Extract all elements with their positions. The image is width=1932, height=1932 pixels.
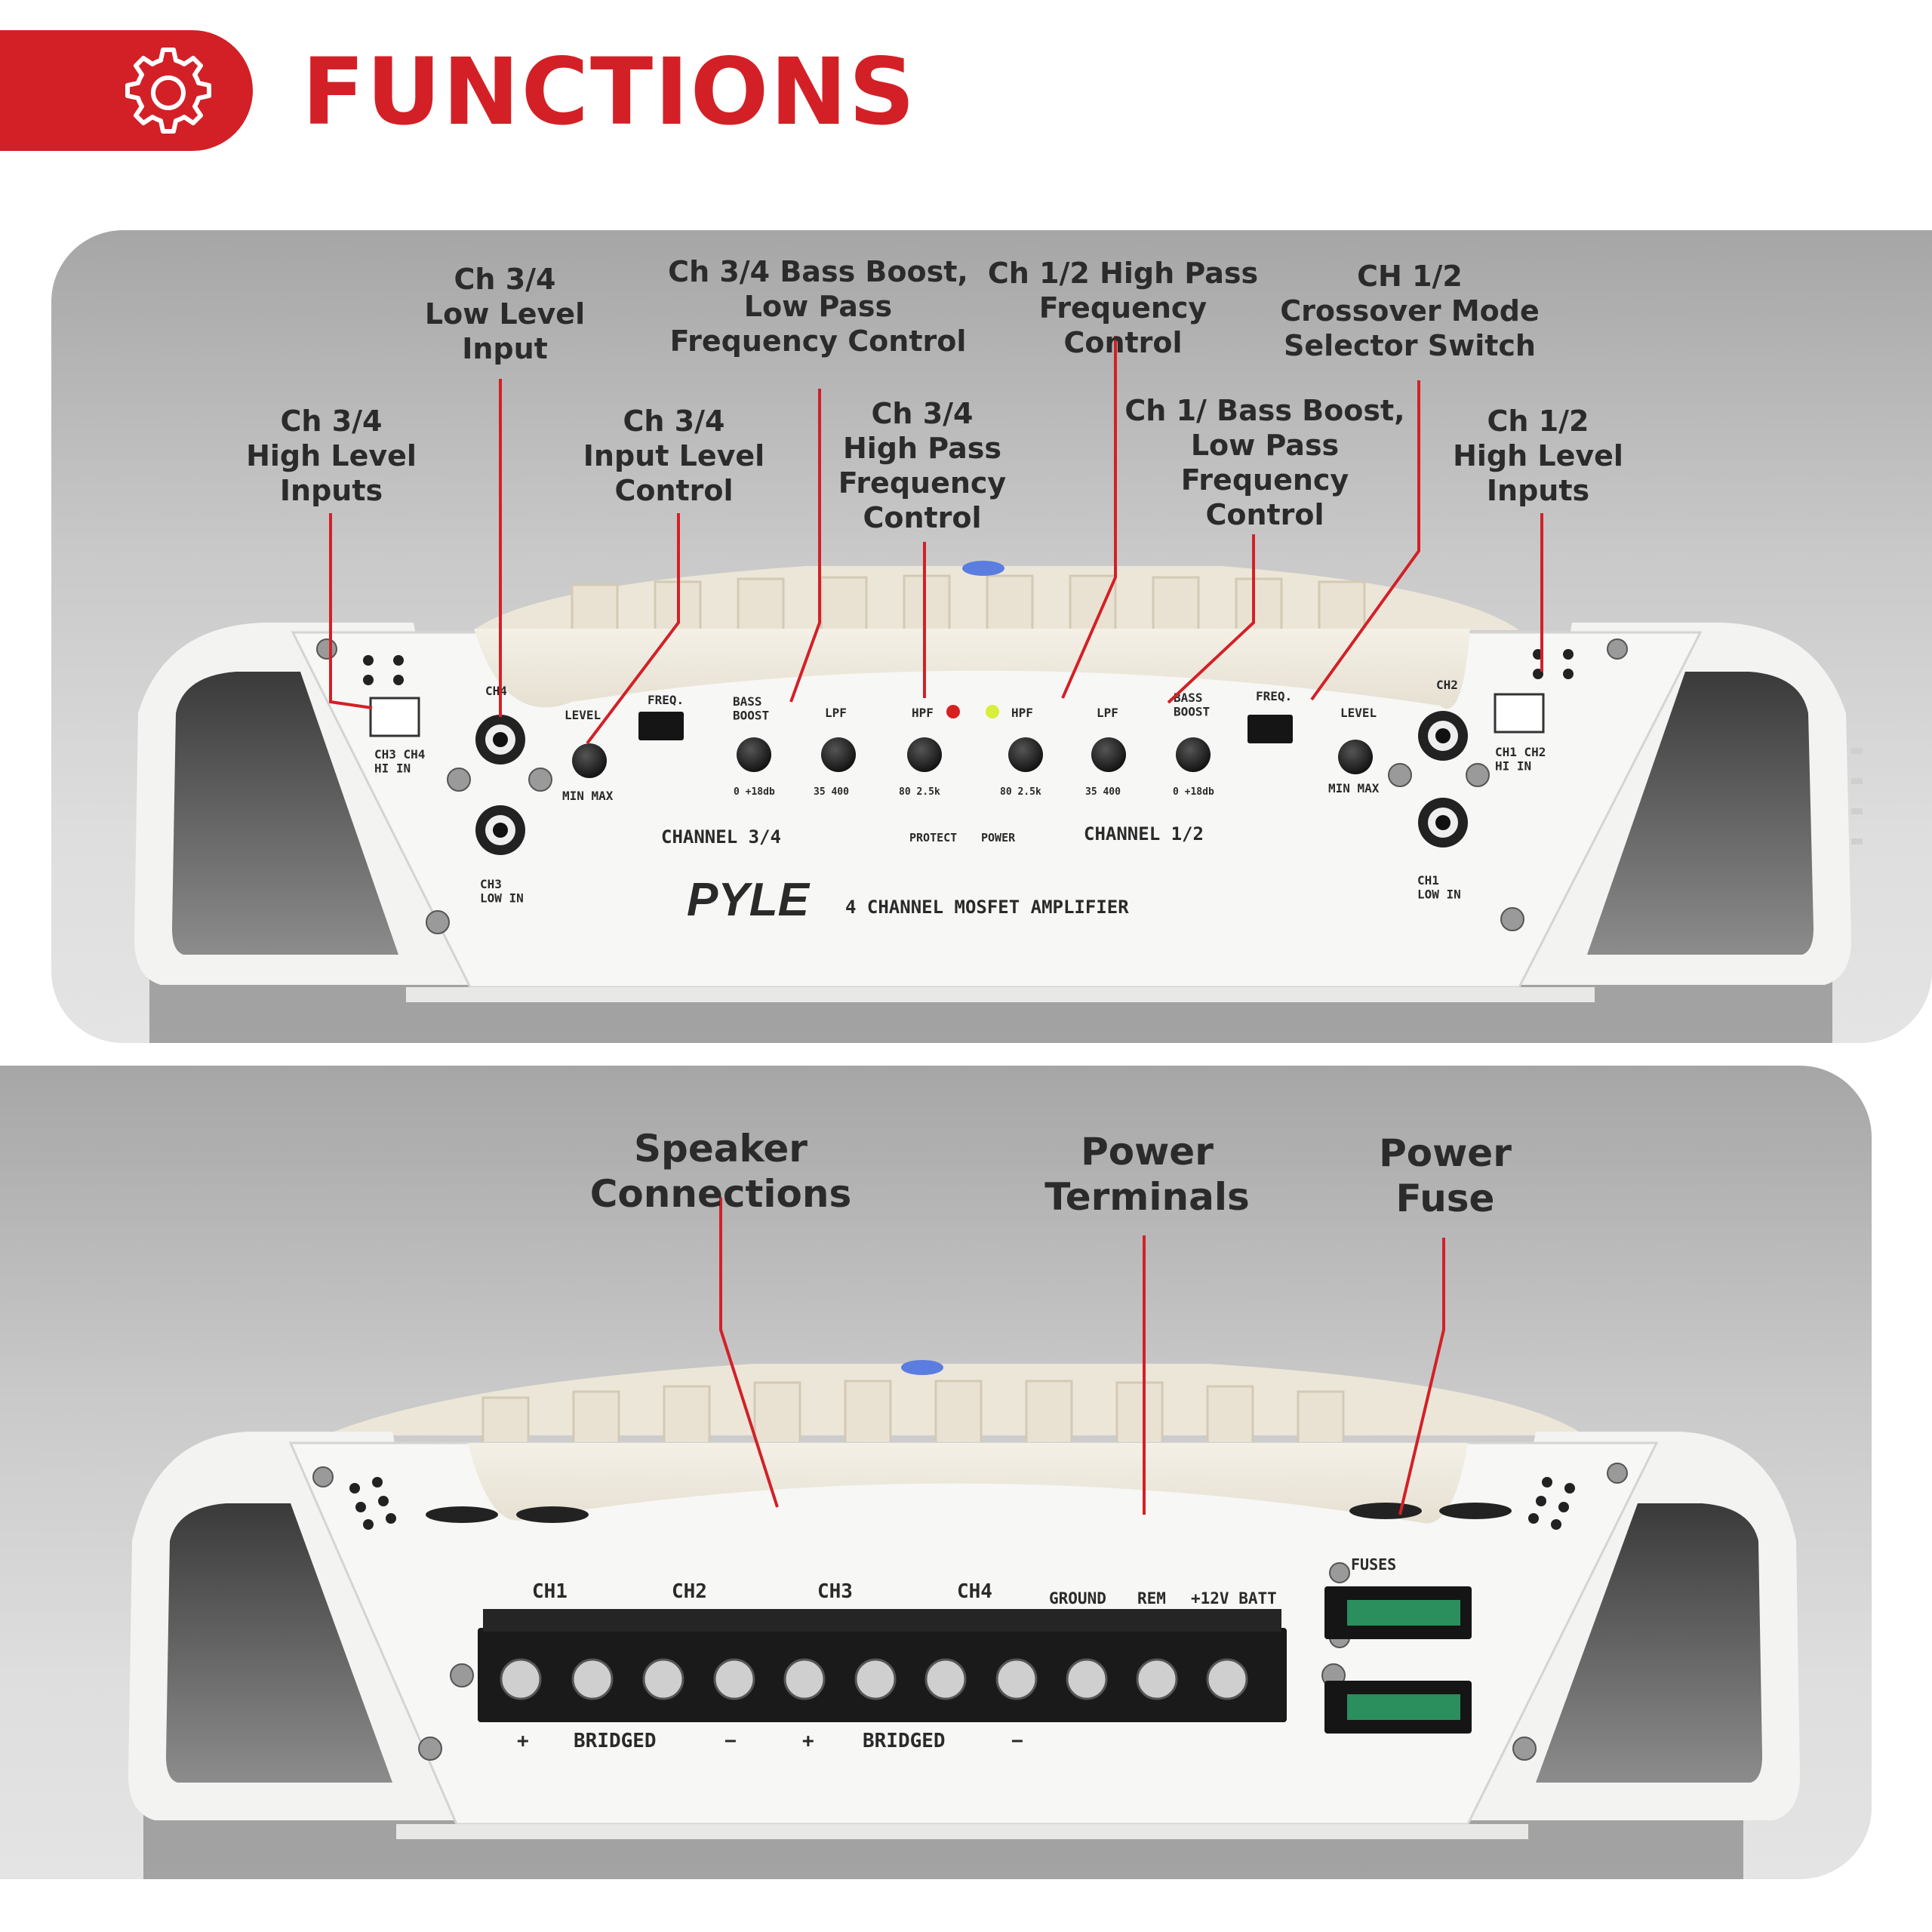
callout-ch12-high-level-inputs: Ch 1/2 High Level Inputs: [1453, 405, 1623, 507]
batt-label: +12V BATT: [1191, 1589, 1277, 1607]
ch34-crossover-switch[interactable]: [638, 712, 684, 740]
rca-jacks: [475, 711, 1468, 855]
callout-power-fuse: Power Fuse: [1379, 1131, 1512, 1220]
callout-ch34-bass-boost-lpf: Ch 3/4 Bass Boost, Low Pass Frequency Co…: [668, 255, 968, 358]
ch4-terminal-label: CH4: [957, 1580, 992, 1603]
ch34-min-max-label: MIN MAX: [562, 789, 614, 803]
left-vent: [166, 1503, 392, 1783]
ch34-lpf-range: 35 400: [814, 786, 849, 798]
ch34-hpf-range: 80 2.5k: [899, 786, 940, 798]
channel-34-label: CHANNEL 3/4: [661, 826, 781, 848]
ch12-lpf-range: 35 400: [1085, 786, 1121, 798]
power-label: POWER: [981, 831, 1016, 844]
knobs: [572, 737, 1373, 778]
ch34-level-label: LEVEL: [565, 708, 601, 722]
front-callout-lines: [329, 336, 1543, 745]
heatsink-lip: [468, 1443, 1468, 1524]
ch34-bass-range: 0 +18db: [734, 786, 775, 798]
ch34-high-level-input-connector[interactable]: [369, 697, 420, 737]
blue-indicator: [901, 1360, 943, 1375]
bridged-label-12: BRIDGED: [574, 1730, 657, 1752]
heatsink-lip: [474, 629, 1470, 709]
callout-ch34-hpf: Ch 3/4 High Pass Frequency Control: [838, 397, 1007, 534]
gear-icon: [125, 48, 211, 134]
ch12-lpf-label: LPF: [1097, 706, 1118, 720]
channel-12-label: CHANNEL 1/2: [1084, 823, 1204, 844]
callout-ch34-low-level-input: Ch 3/4 Low Level Input: [424, 263, 586, 365]
fuses-label: FUSES: [1351, 1555, 1396, 1574]
power-led: [986, 705, 999, 718]
ch2-label: CH2: [1436, 678, 1458, 692]
rear-callout-lines: [719, 1198, 1445, 1515]
bridged-label-34: BRIDGED: [863, 1730, 946, 1752]
led-holes: [349, 1477, 1575, 1530]
callout-ch12-crossover-switch: CH 1/2 Crossover Mode Selector Switch: [1280, 260, 1540, 362]
brand-logo: PYLE: [687, 874, 811, 926]
bridged-minus-34: −: [1011, 1730, 1023, 1752]
ch2-terminal-label: CH2: [672, 1580, 707, 1603]
ch12-hpf-range: 80 2.5k: [1000, 786, 1041, 798]
vent-slots: [426, 1503, 1512, 1523]
protect-led: [946, 705, 960, 718]
bridged-plus-34: +: [802, 1730, 814, 1752]
right-vent: [1536, 1503, 1762, 1783]
callout-ch34-input-level-control: Ch 3/4 Input Level Control: [583, 405, 765, 507]
ground-label: GROUND: [1049, 1589, 1106, 1607]
rem-label: REM: [1137, 1589, 1166, 1607]
ch3-terminal-label: CH3: [817, 1580, 853, 1603]
ch4-label: CH4: [485, 684, 507, 698]
fuse-holders[interactable]: [1324, 1586, 1472, 1734]
model-text: 4 CHANNEL MOSFET AMPLIFIER: [845, 897, 1129, 918]
faceplate-screws: [316, 638, 1628, 934]
amplifier-rear-view: CH1 CH2 CH3 CH4 GROUND REM +12V BATT FUS…: [128, 1198, 1800, 1879]
ch12-crossover-switch[interactable]: [1247, 715, 1293, 743]
callout-ch34-high-level-inputs: Ch 3/4 High Level Inputs: [246, 405, 417, 507]
ch34-lpf-label: LPF: [825, 706, 847, 720]
right-vent: [1587, 672, 1814, 955]
bridged-minus-12: −: [724, 1730, 737, 1752]
ch34-hpf-label: HPF: [912, 706, 934, 720]
ch12-freq-label: FREQ.: [1256, 689, 1292, 703]
left-vent: [172, 672, 398, 955]
callout-ch1-bass-boost-lpf: Ch 1/ Bass Boost, Low Pass Frequency Con…: [1124, 394, 1405, 531]
blue-indicator: [962, 561, 1004, 576]
ch12-hpf-label: HPF: [1011, 706, 1033, 720]
ch1-terminal-label: CH1: [532, 1580, 568, 1603]
terminal-screws: [500, 1658, 1248, 1700]
rear-panel-card: CH1 CH2 CH3 CH4 GROUND REM +12V BATT FUS…: [0, 1066, 1872, 1879]
ch12-level-label: LEVEL: [1340, 706, 1377, 720]
callout-ch12-hpf: Ch 1/2 High Pass Frequency Control: [987, 257, 1259, 359]
faceplate-screws: [312, 1463, 1628, 1761]
page-title: FUNCTIONS: [302, 38, 917, 146]
ch34-freq-label: FREQ.: [648, 693, 684, 707]
ch12-bass-range: 0 +18db: [1173, 786, 1214, 798]
silkscreen-rear: CH1 CH2 CH3 CH4 GROUND REM +12V BATT FUS…: [517, 1555, 1396, 1752]
callout-speaker-connections: Speaker Connections: [589, 1127, 852, 1216]
bridged-plus-12: +: [517, 1730, 529, 1752]
callout-power-terminals: Power Terminals: [1044, 1130, 1250, 1219]
protect-label: PROTECT: [909, 831, 957, 844]
ch12-min-max-label: MIN MAX: [1328, 781, 1380, 795]
ch12-high-level-input-connector[interactable]: [1494, 693, 1545, 734]
